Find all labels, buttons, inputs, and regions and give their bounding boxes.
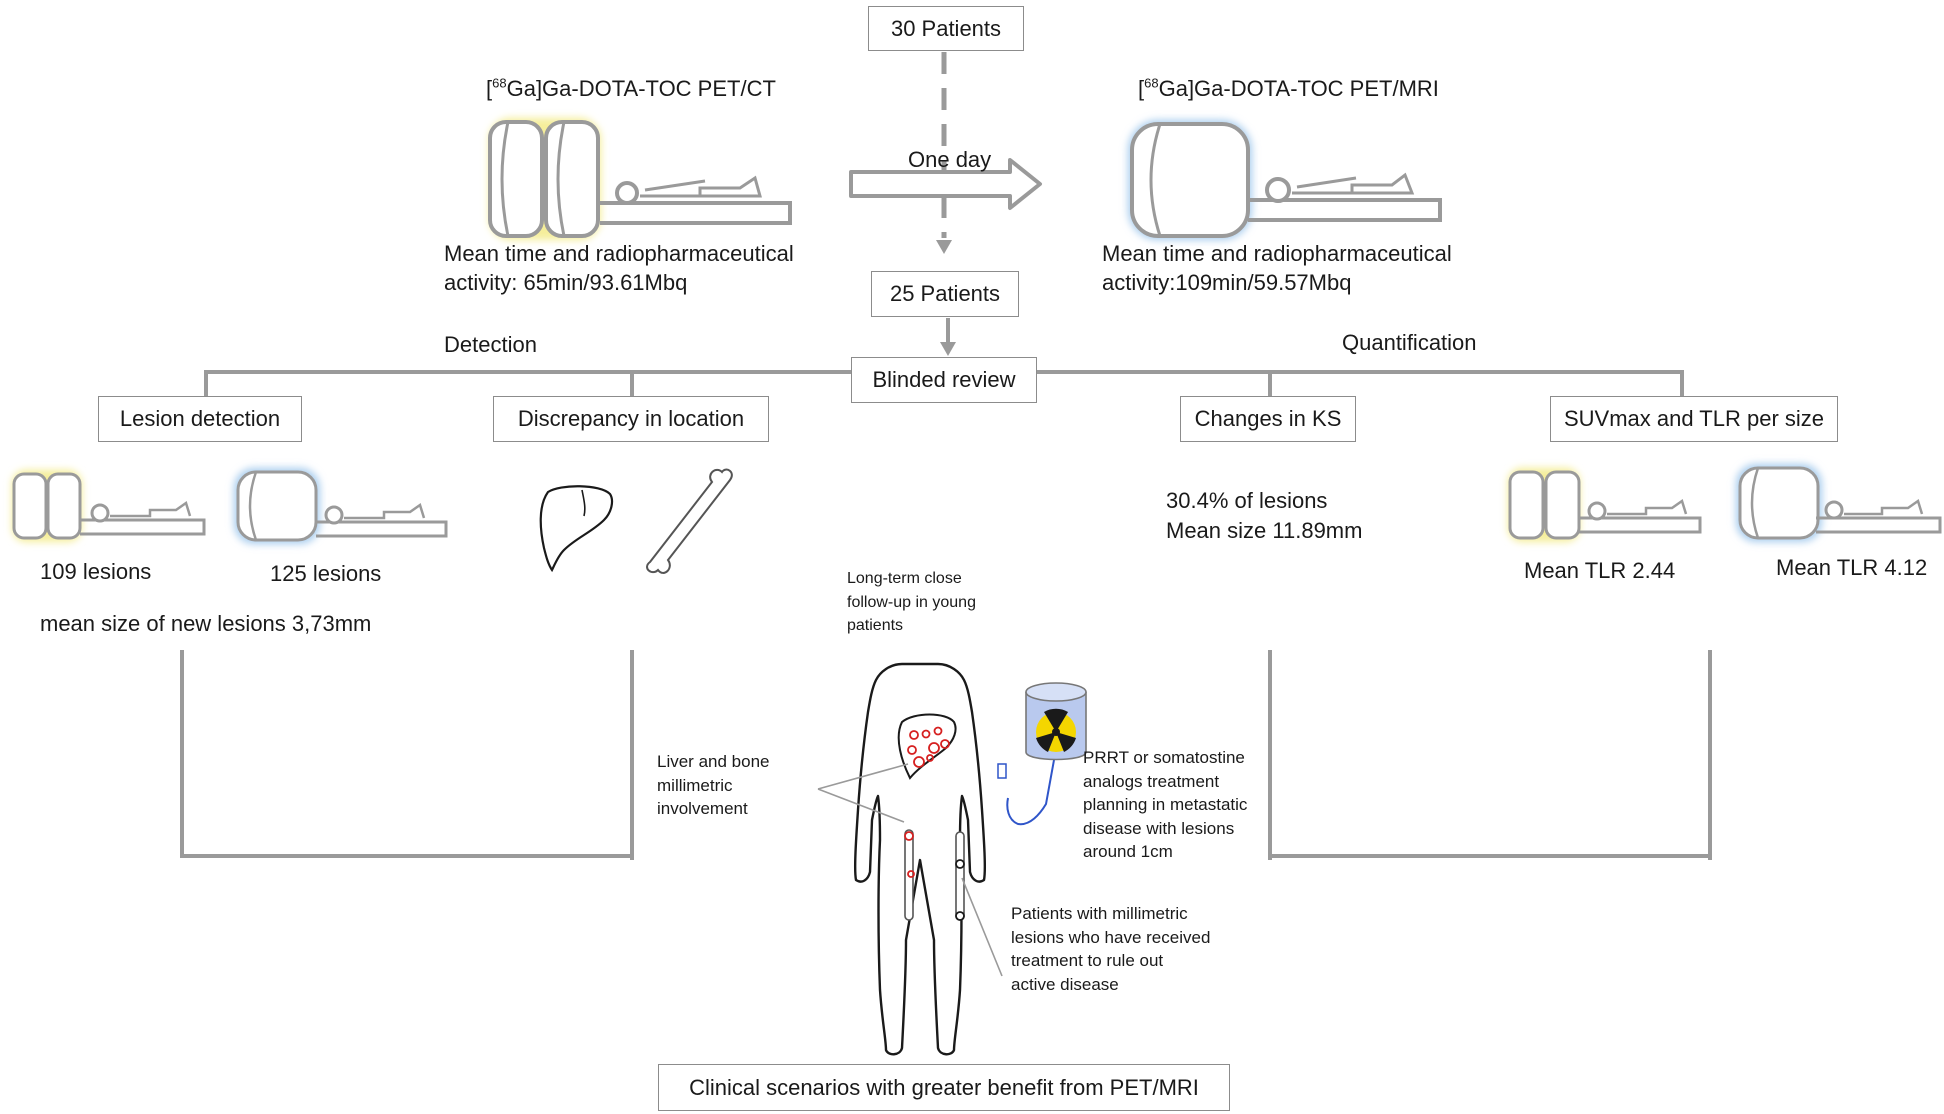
petct-stats-line2: activity: 65min/93.61Mbq [444, 270, 688, 295]
radioactive-vial-icon [1025, 682, 1087, 761]
one-day-arrow [849, 158, 1042, 210]
pet-mri-scanner-icon [1128, 120, 1442, 240]
liver-bone-note: Liver and bone millimetric involvement [657, 750, 769, 821]
review-arrow [940, 318, 956, 356]
lesions-petmri: 125 lesions [270, 561, 382, 586]
ks-mean-size: Mean size 11.89mm [1166, 518, 1363, 543]
dashed-arrow [936, 52, 952, 254]
tlr-petct: Mean TLR 2.44 [1524, 558, 1676, 583]
pointer-lines [817, 763, 1003, 977]
followup-note: Long-term close follow-up in young patie… [847, 567, 976, 638]
branch-lines [180, 370, 1712, 860]
lesions-petct: 109 lesions [40, 559, 152, 584]
liver-bone-line: millimetric [657, 775, 733, 795]
small-pet-ct-icon [12, 470, 206, 542]
followup-line: Long-term close [847, 570, 962, 587]
suvmax-tlr-box: SUVmax and TLR per size [1550, 396, 1838, 442]
bone-icon [646, 468, 733, 574]
petct-title: [68Ga]Ga-DOTA-TOC PET/CT [486, 75, 776, 101]
liver-icon [539, 485, 614, 573]
petct-stats-line1: Mean time and radiopharmaceutical [444, 241, 794, 266]
quantification-label: Quantification [1342, 330, 1477, 355]
prrt-line: analogs treatment [1083, 771, 1220, 791]
prrt-line: disease with lesions [1083, 818, 1235, 838]
prrt-line: planning in metastatic [1083, 795, 1248, 814]
followup-line: follow-up in young [847, 593, 976, 611]
clinical-scenarios-box: Clinical scenarios with greater benefit … [658, 1064, 1230, 1111]
patients-25-box: 25 Patients [871, 271, 1019, 317]
blinded-review-box: Blinded review [851, 357, 1037, 403]
pet-ct-scanner-icon [488, 118, 792, 240]
small-pet-mri-icon-right [1736, 464, 1942, 542]
petmri-stats-line1: Mean time and radiopharmaceutical [1102, 241, 1452, 266]
prrt-line: PRRT or somatostine [1083, 748, 1245, 767]
human-body-icon [853, 662, 1055, 1056]
one-day-label: One day [908, 147, 992, 172]
prrt-note: PRRT or somatostine analogs treatment pl… [1083, 746, 1247, 864]
discrepancy-box: Discrepancy in location [493, 396, 769, 442]
patients-30-box: 30 Patients [868, 6, 1024, 51]
treated-line: active disease [1011, 974, 1119, 994]
tlr-petmri: Mean TLR 4.12 [1776, 555, 1928, 580]
prrt-line: around 1cm [1083, 842, 1173, 861]
treated-line: Patients with millimetric [1011, 904, 1188, 923]
ks-percent: 30.4% of lesions [1166, 488, 1328, 513]
changes-ks-box: Changes in KS [1180, 396, 1356, 442]
liver-bone-line: Liver and bone [657, 752, 770, 771]
detection-label: Detection [444, 332, 537, 357]
followup-line: patients [847, 617, 904, 634]
mean-size-new-lesions: mean size of new lesions 3,73mm [40, 611, 372, 636]
lesion-detection-box: Lesion detection [98, 396, 302, 442]
treated-line: treatment to rule out [1011, 951, 1164, 970]
petmri-title: [68Ga]Ga-DOTA-TOC PET/MRI [1138, 75, 1439, 101]
liver-bone-line: involvement [657, 799, 748, 818]
petmri-stats-line2: activity:109min/59.57Mbq [1102, 270, 1352, 295]
treated-note: Patients with millimetric lesions who ha… [1011, 902, 1210, 996]
treated-line: lesions who have received [1011, 927, 1211, 947]
small-pet-ct-icon-right [1508, 468, 1702, 542]
small-pet-mri-icon [234, 468, 448, 544]
